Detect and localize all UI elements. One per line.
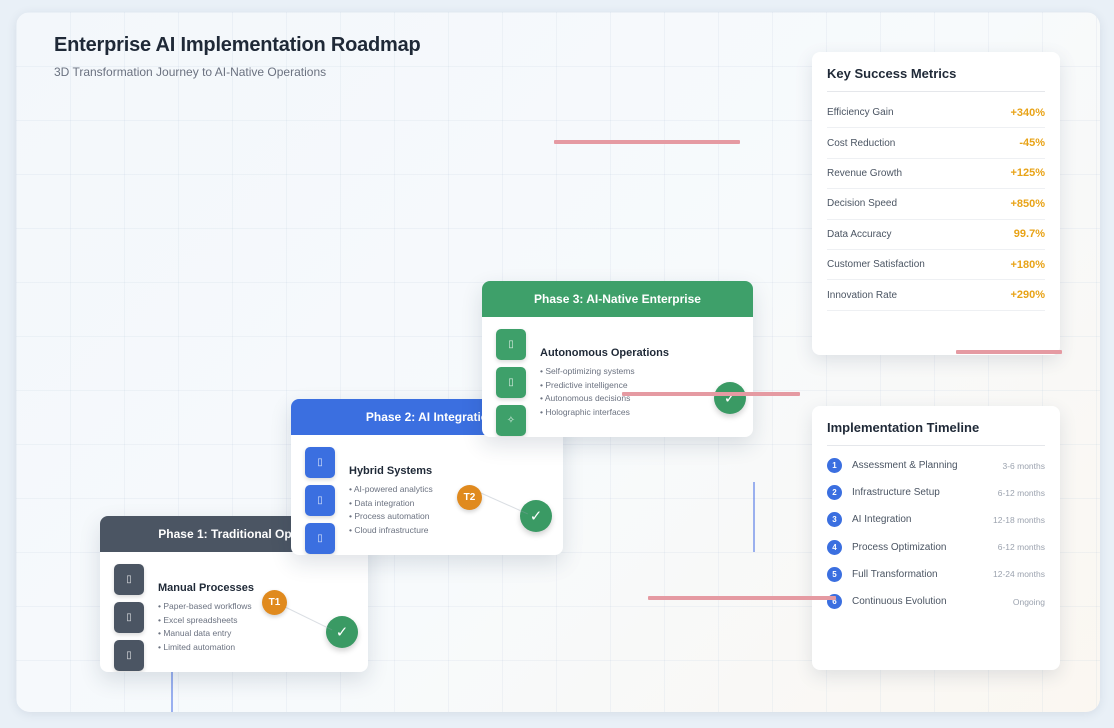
step-label: Infrastructure Setup — [852, 487, 940, 499]
step-duration: Ongoing — [1012, 596, 1045, 607]
phase-card-3[interactable]: Phase 3: AI-Native Enterprise ▯ ▯ ✧ Auto… — [482, 281, 753, 437]
feature-item: • Manual data entry — [158, 628, 232, 638]
metric-row: Revenue Growth +125% — [827, 159, 1045, 190]
accent-line — [622, 392, 800, 396]
roadmap-canvas: Enterprise AI Implementation Roadmap 3D … — [16, 12, 1100, 712]
step-duration: 12-24 months — [993, 569, 1045, 580]
feature-item: • Data integration — [349, 497, 415, 508]
feature-item: • Cloud infrastructure — [349, 524, 429, 535]
feature-title: Autonomous Operations — [540, 347, 669, 359]
analytics-icon: ▯ — [305, 447, 335, 478]
feature-item: • Process automation — [349, 511, 430, 521]
feature-title: Hybrid Systems — [349, 465, 433, 477]
spreadsheet-icon: ▯ — [114, 602, 144, 633]
timeline-item[interactable]: 2 Infrastructure Setup 6-12 months — [827, 479, 1045, 506]
step-number: 1 — [827, 458, 842, 474]
step-number: 2 — [827, 485, 842, 501]
step-label: Full Transformation — [852, 568, 938, 580]
timeline-item[interactable]: 5 Full Transformation 12-24 months — [827, 561, 1045, 588]
metrics-panel: Key Success Metrics Efficiency Gain +340… — [812, 52, 1060, 355]
metric-label: Cost Reduction — [827, 137, 896, 149]
timeline-badge-t2[interactable]: T2 — [457, 485, 482, 510]
metric-value: +125% — [1010, 167, 1045, 180]
step-label: AI Integration — [852, 514, 912, 526]
check-icon: ✓ — [714, 382, 746, 414]
cloud-icon: ▯ — [305, 523, 335, 554]
step-label: Assessment & Planning — [852, 460, 958, 472]
metric-value: +290% — [1010, 289, 1045, 302]
step-label: Continuous Evolution — [852, 596, 947, 608]
feature-item: • Holographic interfaces — [540, 406, 630, 417]
page-subtitle: 3D Transformation Journey to AI-Native O… — [54, 65, 327, 79]
feature-item: • AI-powered analytics — [349, 484, 433, 494]
integration-icon: ▯ — [305, 485, 335, 516]
robot-icon: ▯ — [496, 329, 526, 360]
metric-label: Revenue Growth — [827, 167, 903, 179]
timeline-item[interactable]: 1 Assessment & Planning 3-6 months — [827, 452, 1045, 479]
metric-value: -45% — [1019, 137, 1045, 150]
step-number: 4 — [827, 539, 842, 555]
timeline-badge-t1[interactable]: T1 — [262, 590, 287, 615]
timeline-item[interactable]: 3 AI Integration 12-18 months — [827, 506, 1045, 533]
check-icon: ✓ — [520, 500, 552, 532]
step-duration: 3-6 months — [1002, 460, 1045, 471]
metric-row: Decision Speed +850% — [827, 189, 1045, 220]
metric-label: Customer Satisfaction — [827, 259, 925, 271]
step-number: 3 — [827, 512, 842, 528]
metric-value: +340% — [1010, 106, 1045, 119]
phase-header: Phase 3: AI-Native Enterprise — [482, 281, 753, 317]
keyboard-icon: ▯ — [114, 640, 144, 671]
feature-item: • Autonomous decisions — [540, 393, 631, 403]
metric-label: Decision Speed — [827, 198, 898, 210]
timeline-item[interactable]: 4 Process Optimization 6-12 months — [827, 534, 1045, 561]
step-number: 5 — [827, 566, 842, 582]
metric-value: 99.7% — [1013, 228, 1045, 241]
guide-line — [171, 672, 173, 712]
feature-item: • Predictive intelligence — [540, 379, 628, 390]
badge-connector — [279, 604, 333, 631]
metric-row: Efficiency Gain +340% — [827, 98, 1045, 129]
metrics-title: Key Success Metrics — [827, 66, 1045, 92]
metric-value: +850% — [1010, 197, 1045, 210]
page-title: Enterprise AI Implementation Roadmap — [54, 34, 421, 56]
feature-item: • Limited automation — [158, 641, 236, 652]
hologram-icon: ✧ — [496, 405, 526, 436]
check-icon: ✓ — [326, 616, 358, 648]
metric-label: Data Accuracy — [827, 228, 892, 240]
metric-row: Innovation Rate +290% — [827, 280, 1045, 311]
timeline-panel: Implementation Timeline 1 Assessment & P… — [812, 406, 1060, 670]
document-icon: ▯ — [114, 564, 144, 595]
step-label: Process Optimization — [852, 541, 947, 553]
accent-line — [956, 350, 1062, 354]
metric-row: Data Accuracy 99.7% — [827, 220, 1045, 250]
step-duration: 6-12 months — [997, 542, 1045, 553]
step-duration: 6-12 months — [997, 487, 1045, 498]
metric-label: Efficiency Gain — [827, 107, 894, 119]
metric-label: Innovation Rate — [827, 289, 898, 301]
metric-row: Customer Satisfaction +180% — [827, 250, 1045, 281]
accent-line — [648, 596, 836, 600]
feature-title: Manual Processes — [158, 582, 254, 594]
metric-row: Cost Reduction -45% — [827, 128, 1045, 159]
brain-icon: ▯ — [496, 367, 526, 398]
guide-line — [753, 482, 755, 552]
metric-value: +180% — [1010, 258, 1045, 271]
timeline-item[interactable]: 6 Continuous Evolution Ongoing — [827, 588, 1045, 615]
feature-item: • Excel spreadsheets — [158, 614, 238, 625]
feature-item: • Paper-based workflows — [158, 601, 252, 611]
step-duration: 12-18 months — [993, 514, 1045, 525]
feature-item: • Self-optimizing systems — [540, 366, 635, 376]
timeline-title: Implementation Timeline — [827, 420, 1045, 446]
accent-line — [554, 140, 740, 144]
